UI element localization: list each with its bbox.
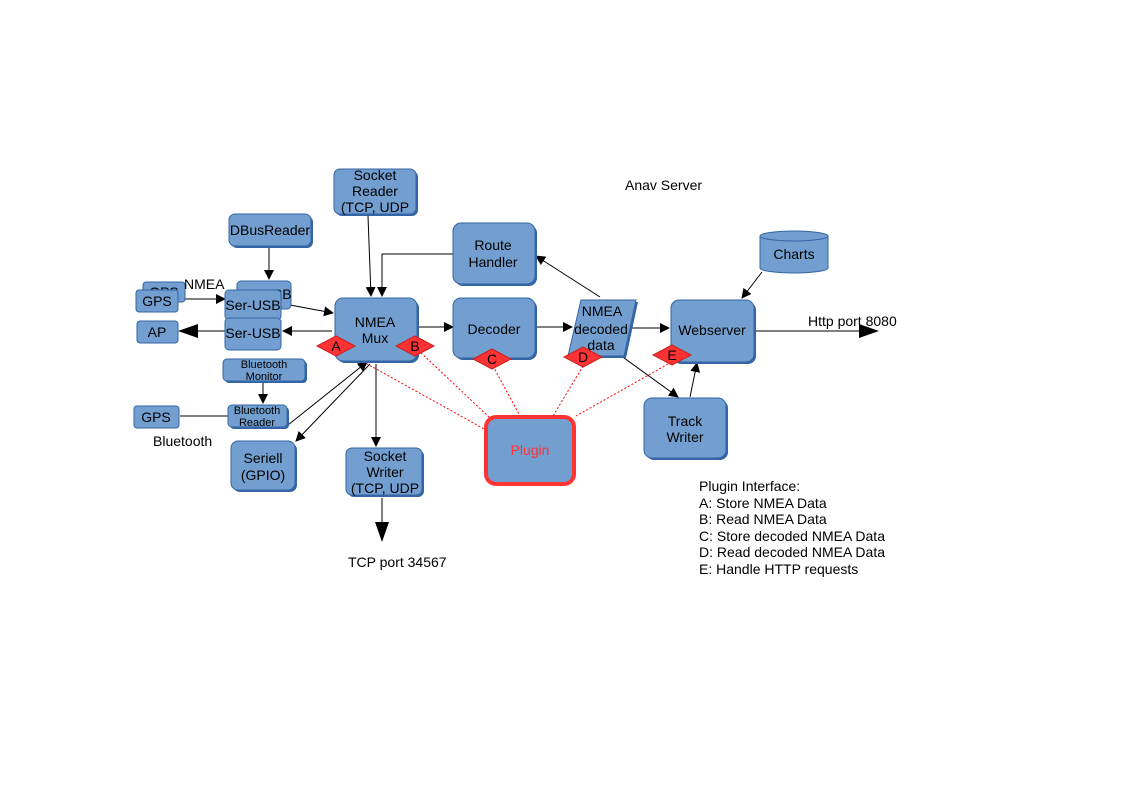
seriell-gpio-node: Seriell (GPIO) xyxy=(230,440,297,492)
gps-usb-node: GPS xyxy=(135,289,179,313)
decoded-data-label-2: decoded xyxy=(574,321,628,337)
legend-item-a: A: Store NMEA Data xyxy=(699,495,827,511)
nmea-decoded-data-node: NMEA decoded data xyxy=(567,299,638,358)
plugin-interface-legend: Plugin Interface: A: Store NMEA Data B: … xyxy=(699,478,885,577)
webserver-node: Webserver xyxy=(670,299,756,364)
edge-serusb-to-mux xyxy=(289,304,334,317)
bluetooth-monitor-node: Bluetooth Monitor xyxy=(222,358,307,383)
bt-monitor-label-2: Monitor xyxy=(246,371,283,383)
interface-a-marker: A xyxy=(315,335,357,357)
dbus-reader-label: DBusReader xyxy=(230,222,310,238)
legend-item-b: B: Read NMEA Data xyxy=(699,511,827,527)
bt-reader-label-1: Bluetooth xyxy=(234,405,280,417)
interface-e-marker: E xyxy=(651,344,693,366)
legend-item-c: C: Store decoded NMEA Data xyxy=(699,528,885,544)
edge-decoded-to-route-handler xyxy=(535,255,601,298)
socket-writer-node: Socket Writer (TCP, UDP xyxy=(345,447,424,497)
interface-b-marker: B xyxy=(394,335,436,357)
plugin-label: Plugin xyxy=(511,442,550,458)
socket-reader-node: Socket Reader (TCP, UDP xyxy=(333,167,418,216)
edge-socket-reader-to-mux xyxy=(365,215,376,297)
decoder-label: Decoder xyxy=(468,321,521,337)
ap-node: AP xyxy=(136,320,179,344)
plugin-link-c xyxy=(492,365,521,417)
legend-item-d: D: Read decoded NMEA Data xyxy=(699,544,885,560)
interface-c-marker: C xyxy=(471,348,513,370)
socket-reader-label-1: Socket xyxy=(354,167,397,183)
interface-e-label: E xyxy=(667,347,676,363)
seriell-label-2: (GPIO) xyxy=(241,467,285,483)
plugin-link-b xyxy=(417,349,491,419)
edge-route-handler-to-mux xyxy=(377,253,453,297)
route-handler-label-2: Handler xyxy=(468,254,517,270)
seriell-label-1: Seriell xyxy=(244,450,283,466)
gps-bluetooth-node: GPS xyxy=(133,405,180,429)
dbus-reader-node: DBusReader xyxy=(228,213,313,248)
decoder-node: Decoder xyxy=(452,297,537,360)
legend-title: Plugin Interface: xyxy=(699,478,800,494)
plugin-node: Plugin xyxy=(484,415,576,486)
bt-reader-label-2: Reader xyxy=(239,417,275,429)
edge-track-writer-to-webserver xyxy=(689,362,701,398)
nmea-mux-label-2: Mux xyxy=(362,330,388,346)
charts-database-node: Charts xyxy=(759,230,829,274)
gps-bt-label: GPS xyxy=(141,409,171,425)
interface-d-marker: D xyxy=(562,346,604,368)
legend-item-e: E: Handle HTTP requests xyxy=(699,561,858,577)
plugin-connections xyxy=(341,349,669,431)
interface-a-label: A xyxy=(331,338,341,354)
ap-label: AP xyxy=(148,324,167,340)
diagram-title: Anav Server xyxy=(625,177,702,193)
bt-monitor-label-1: Bluetooth xyxy=(241,359,287,371)
edge-decoded-to-track-writer xyxy=(619,354,679,398)
nmea-mux-label-1: NMEA xyxy=(355,314,396,330)
decoded-data-label-1: NMEA xyxy=(582,303,623,319)
track-writer-node: Track Writer xyxy=(643,397,728,460)
tcp-port-label: TCP port 34567 xyxy=(348,554,447,570)
nmea-edge-label: NMEA xyxy=(184,276,225,292)
http-port-label: Http port 8080 xyxy=(808,313,897,329)
route-handler-node: Route Handler xyxy=(452,222,537,286)
ser-usb-out-node: Ser-USB xyxy=(224,317,282,351)
charts-label: Charts xyxy=(773,246,814,262)
decoded-data-label-3: data xyxy=(587,337,614,353)
plugin-link-e xyxy=(575,363,669,417)
ser-usb-in-label: Ser-USB xyxy=(225,297,280,313)
socket-writer-label-2: Writer xyxy=(366,464,403,480)
plugin-link-d xyxy=(552,365,584,417)
bluetooth-edge-label: Bluetooth xyxy=(153,433,212,449)
edge-btreader-to-mux xyxy=(287,361,368,426)
track-writer-label-2: Writer xyxy=(666,429,703,445)
track-writer-label-1: Track xyxy=(668,413,703,429)
ser-usb-in-node: Ser-USB xyxy=(224,289,282,321)
webserver-label: Webserver xyxy=(678,322,746,338)
socket-reader-label-2: Reader xyxy=(352,183,398,199)
interface-d-label: D xyxy=(578,349,588,365)
plugin-link-a xyxy=(341,349,487,431)
edges xyxy=(178,215,879,542)
nmea-mux-node: NMEA Mux xyxy=(334,297,419,363)
socket-writer-label-1: Socket xyxy=(364,448,407,464)
ser-usb-out-label: Ser-USB xyxy=(225,325,280,341)
socket-reader-label-3: (TCP, UDP xyxy=(341,199,409,215)
edge-mux-to-seriell xyxy=(295,363,371,442)
interface-c-label: C xyxy=(487,351,497,367)
socket-writer-label-3: (TCP, UDP xyxy=(351,480,419,496)
gps-front-label: GPS xyxy=(142,293,172,309)
edge-charts-to-webserver xyxy=(741,271,763,299)
interface-b-label: B xyxy=(410,338,419,354)
route-handler-label-1: Route xyxy=(474,237,512,253)
bluetooth-reader-node: Bluetooth Reader xyxy=(227,404,289,429)
